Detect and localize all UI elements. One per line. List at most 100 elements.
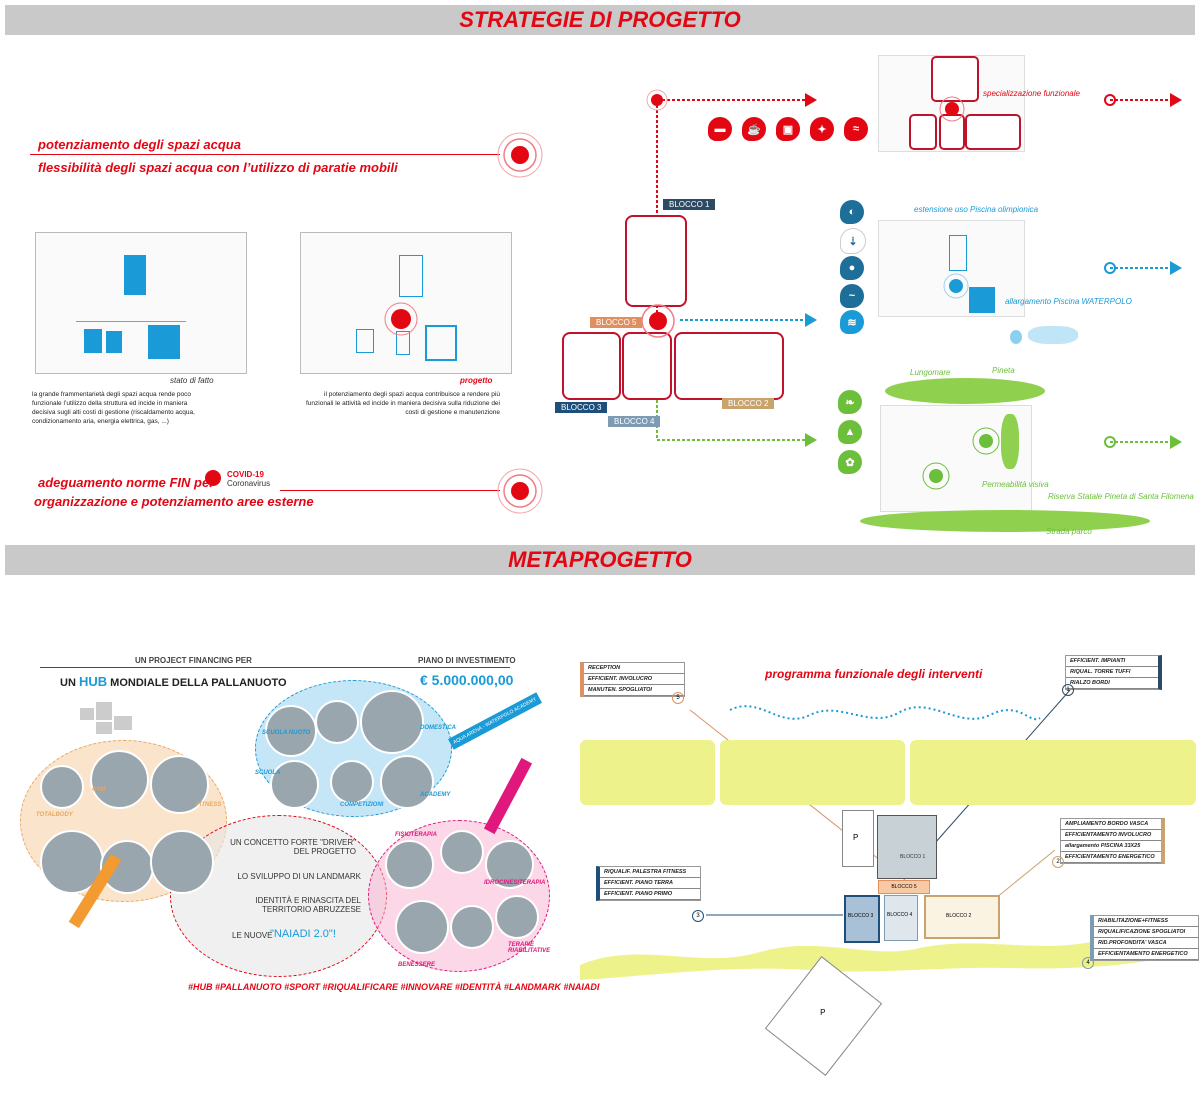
list-item: RID.PROFONDITA' VASCA xyxy=(1094,938,1198,949)
progetto-text: il potenziamento degli spazi acqua contr… xyxy=(305,391,500,416)
list-item: allargamento PISCINA 33X25 xyxy=(1061,841,1161,852)
leaf-icon: ❧ xyxy=(838,390,862,414)
investment-amount: € 5.000.000,00 xyxy=(420,672,514,688)
list-item: EFFICIENT. PIANO PRIMO xyxy=(600,889,700,900)
blocco-1-shape: BLOCCO 1 xyxy=(877,815,937,879)
list-item: RIQUALIF. PALESTRA FITNESS xyxy=(600,867,700,878)
photo xyxy=(150,830,214,894)
strategy-line-1: potenziamento degli spazi acqua xyxy=(38,137,241,152)
riserva-label: Riserva Statale Pineta di Santa Filomena xyxy=(1048,492,1194,501)
covid-sub: Coronavirus xyxy=(227,479,271,488)
pineta-label: Pineta xyxy=(992,366,1015,375)
naiadi-text: "NAIADI 2.0"! xyxy=(270,928,336,940)
competizioni-label: COMPETIZIONI xyxy=(340,802,384,808)
hub-pre: UN xyxy=(60,677,79,689)
wave-icon: ~ xyxy=(840,284,864,308)
parking-label: P xyxy=(820,1007,826,1017)
olimpica-label: estensione uso Piscina olimpionica xyxy=(914,205,1039,214)
photo xyxy=(395,900,449,954)
exercise-icon: ✦ xyxy=(810,117,834,141)
list-blocco-4: RIABILITAZIONE+FITNESS RIQUALIFICAZIONE … xyxy=(1090,915,1199,961)
spec-label: specializzazione funzionale xyxy=(983,89,1080,98)
block-3-label: BLOCCO 3 xyxy=(555,402,608,413)
mini-block xyxy=(96,722,112,734)
list-item: EFFICIENT. INVOLUCRO xyxy=(584,674,684,685)
list-blocco-5: RECEPTION EFFICIENT. INVOLUCRO MANUTEN. … xyxy=(580,662,685,697)
pf-label: UN PROJECT FINANCING PER xyxy=(135,656,252,665)
plan-specializzazione xyxy=(878,55,1025,152)
list-item: RIQUAL. TORRE TUFFI xyxy=(1066,667,1158,678)
list-blocco-3: RIQUALIF. PALESTRA FITNESS EFFICIENT. PI… xyxy=(596,866,701,901)
blocco-2-shape: BLOCCO 2 xyxy=(924,895,1000,939)
lungomare-band xyxy=(885,378,1045,404)
fitness-label: FITNESS xyxy=(196,802,222,808)
stato-text: la grande frammentarietà degli spazi acq… xyxy=(32,391,195,425)
block-5-label: BLOCCO 5 xyxy=(590,317,643,328)
list-item: EFFICIENTAMENTO ENERGETICO xyxy=(1061,852,1161,863)
drop-icon: ● xyxy=(840,256,864,280)
pink-ribbon xyxy=(483,757,533,835)
progetto-label: progetto xyxy=(460,376,493,385)
virus-icon xyxy=(205,470,221,486)
tree-icon: ▲ xyxy=(838,420,862,444)
list-item: RECEPTION xyxy=(584,663,684,674)
block-2-label: BLOCCO 2 xyxy=(722,398,775,409)
blocco-3-label: BLOCCO 3 xyxy=(848,913,874,919)
block-3-shape xyxy=(562,332,621,400)
target-icon xyxy=(641,304,675,338)
programma-title: programma funzionale degli interventi xyxy=(765,667,983,681)
mini-block xyxy=(114,716,132,730)
totalbody-label: TOTALBODY xyxy=(36,812,73,818)
list-item: AMPLIAMENTO BORDO VASCA xyxy=(1061,819,1161,830)
blocco-4-label: BLOCCO 4 xyxy=(887,912,913,918)
hub-word: HUB xyxy=(78,674,108,689)
scuola-nuoto-label: SCUOLA NUOTO xyxy=(262,730,311,736)
idroterapia-label: IDROCINESITERAPIA xyxy=(484,880,546,886)
bed-icon: ▬ xyxy=(708,117,732,141)
waterpolo-icon: ◐ xyxy=(840,200,864,224)
photo xyxy=(150,755,209,814)
strategy-line-2: flessibilità degli spazi acqua con l’uti… xyxy=(38,160,398,175)
badge-3: 3 xyxy=(692,910,704,922)
photo xyxy=(380,755,434,809)
photo xyxy=(385,840,434,889)
splash-icon xyxy=(1028,326,1078,344)
piano-label: PIANO DI INVESTIMENTO xyxy=(418,656,516,665)
terapie-label: TERAPIE RIABILITATIVE xyxy=(508,942,551,954)
badge-5: 5 xyxy=(672,692,684,704)
photo xyxy=(330,760,374,804)
block-1-label: BLOCCO 1 xyxy=(663,199,716,210)
coffee-icon: ☕ xyxy=(742,117,766,141)
hub-post: MONDIALE DELLA PALLANUOTO xyxy=(107,677,287,689)
block-1-shape xyxy=(625,215,687,307)
list-blocco-1: EFFICIENT. IMPIANTI RIQUAL. TORRE TUFFI … xyxy=(1065,655,1162,690)
blocco-1-label: BLOCCO 1 xyxy=(900,854,926,860)
photo xyxy=(265,705,317,757)
pineta-band xyxy=(860,510,1150,532)
target-icon xyxy=(497,132,543,178)
photo xyxy=(495,895,539,939)
waterpolo-label: allargamento Piscina WATERPOLO xyxy=(1005,297,1132,306)
yellow-zone xyxy=(910,740,1196,805)
list-item: EFFICIENT. PIANO TERRA xyxy=(600,878,700,889)
blocco-3-shape: BLOCCO 3 xyxy=(844,895,880,943)
target-icon xyxy=(497,468,543,514)
badge-1: 1 xyxy=(1062,684,1074,696)
photo xyxy=(440,830,484,874)
photo xyxy=(315,700,359,744)
blocco-5-shape: BLOCCO 5 xyxy=(878,880,930,894)
covid-title: COVID-19 xyxy=(227,470,264,479)
divider xyxy=(30,154,500,155)
photo xyxy=(40,765,84,809)
plan-piscina xyxy=(878,220,1025,317)
fisioterapia-label: FISIOTERAPIA xyxy=(395,832,438,838)
section-title-strategie: STRATEGIE DI PROGETTO xyxy=(5,5,1195,35)
photo xyxy=(485,840,534,889)
concetto-text: UN CONCETTO FORTE "DRIVER" DEL PROGETTO xyxy=(230,838,356,856)
yellow-zone xyxy=(720,740,905,805)
plan-progetto xyxy=(300,232,512,374)
ext-line: organizzazione e potenziamento aree este… xyxy=(34,494,314,509)
pool-icon: ≋ xyxy=(840,310,864,334)
landmark-text: LO SVILUPPO DI UN LANDMARK xyxy=(237,872,361,881)
park-icon: ✿ xyxy=(838,450,862,474)
